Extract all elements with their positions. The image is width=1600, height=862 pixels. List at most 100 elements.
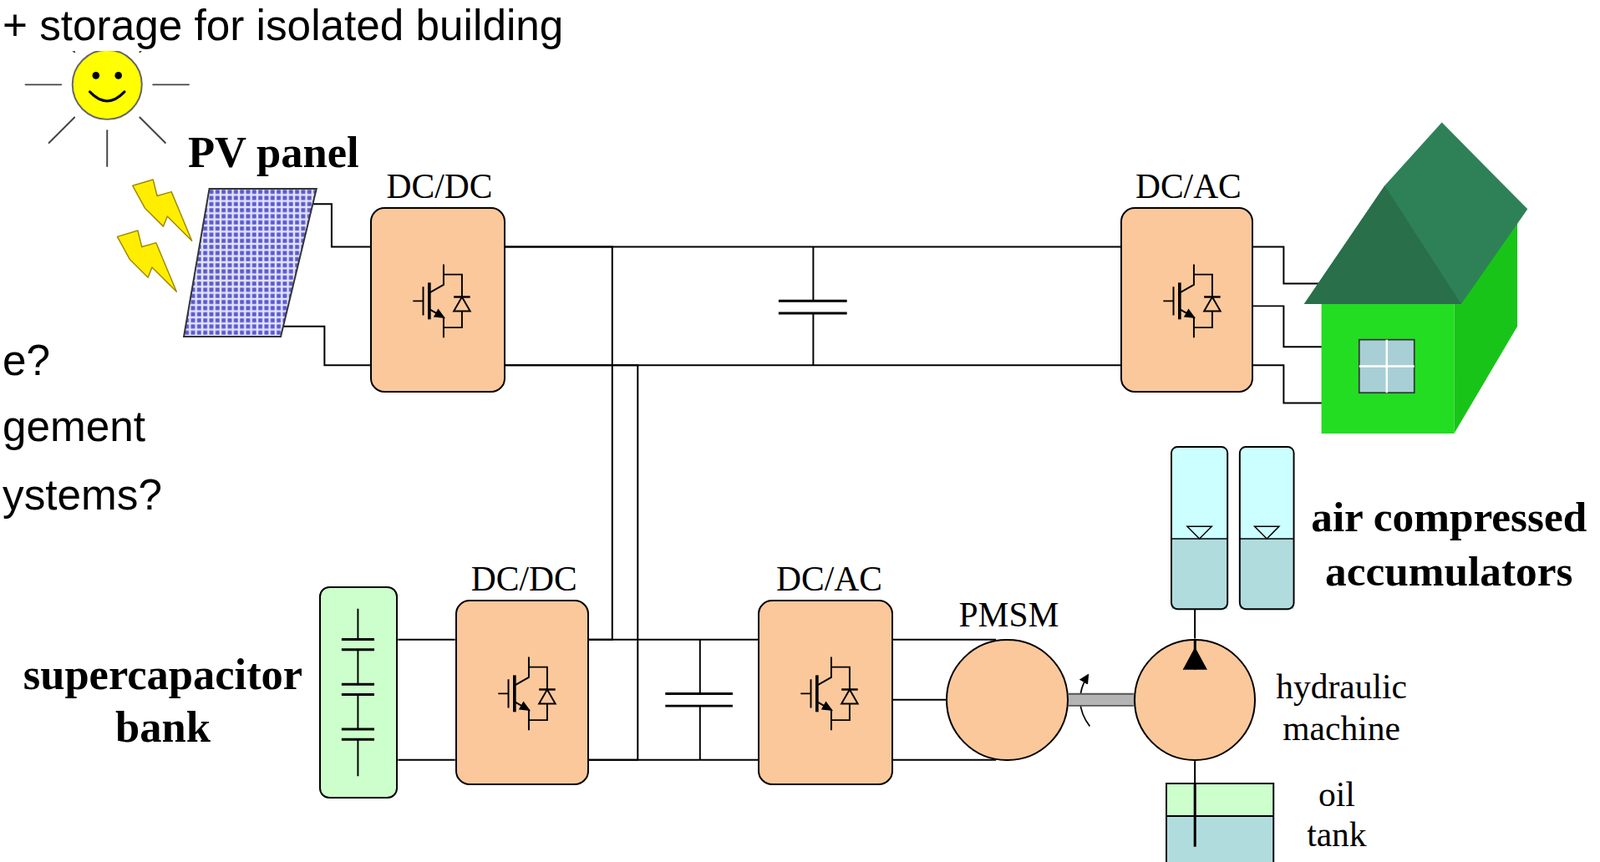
shape-art (759, 601, 894, 788)
wire-connector (893, 759, 997, 762)
shape-art (1166, 783, 1274, 862)
wire-connector (282, 326, 371, 366)
text-holder: DC/AC (1135, 167, 1242, 207)
text-holder: oil tank (1300, 775, 1372, 856)
shape-art (1182, 639, 1207, 671)
shape-art (341, 609, 375, 777)
sun-icon (139, 116, 166, 143)
supercapacitor-bank: supercapacitor bank (319, 586, 398, 799)
igbt-symbol (817, 657, 850, 732)
hydraulic-machine: hydraulic machine (1133, 639, 1257, 762)
house-wires (1253, 305, 1327, 347)
node-label: DC/DC (386, 167, 493, 207)
wire-connector (1193, 761, 1196, 784)
shape-art (1163, 264, 1220, 338)
shape-art (1171, 446, 1295, 610)
converter-box: DC/AC (1120, 207, 1254, 393)
shaft-connector (1068, 695, 1134, 706)
accumulator-cylinder (1171, 538, 1228, 610)
shape-art (371, 208, 507, 395)
sun-icon (92, 71, 101, 80)
node-label: DC/AC (1135, 167, 1242, 207)
wire-connector (397, 640, 455, 761)
accumulator-cylinder (1239, 446, 1295, 610)
capacitor-symbol (699, 640, 701, 761)
igbt-symbol (815, 675, 819, 713)
node-label: oil tank (1300, 775, 1372, 856)
shape-art (801, 657, 859, 732)
igbt-symbol (1163, 286, 1174, 315)
oil-tank-body (1166, 783, 1274, 862)
igbt-symbol (429, 264, 463, 338)
house-icon (1321, 304, 1455, 434)
shaft-connector (1068, 693, 1134, 707)
accumulator-cylinder (1187, 526, 1212, 539)
igbt-symbol (519, 702, 529, 711)
converter-box: DC/AC (757, 599, 893, 786)
oil-tank-body (1166, 816, 1274, 862)
text-holder: hydraulic machine (1269, 666, 1413, 751)
igbt-symbol (497, 657, 555, 732)
igbt-symbol (413, 264, 471, 338)
oil-tank-body (1166, 783, 1274, 817)
capacitor-stack (357, 609, 360, 777)
converter-box: DC/DC (370, 207, 505, 393)
igbt-symbol (1184, 309, 1194, 318)
sun-icon (25, 83, 62, 86)
accumulator-tank: air compressed accumulators (1171, 446, 1295, 610)
sun-icon (152, 83, 189, 86)
node-label: DC/AC (776, 560, 883, 600)
wire-connector (397, 639, 455, 641)
pv-panel: PV panel (183, 188, 317, 337)
shape-art (1171, 446, 1295, 610)
wire-connector (1194, 609, 1196, 639)
text-holder: air compressed accumulators (1304, 490, 1595, 598)
igbt-symbol (801, 657, 859, 732)
text-holder: + storage for isolated building (2, 1, 564, 51)
shape-art (1166, 783, 1274, 862)
text-holder: e? (2, 336, 51, 387)
shape-art (320, 588, 400, 801)
shape-art (1135, 640, 1259, 764)
house-icon (1359, 340, 1415, 394)
igbt-symbol (427, 282, 432, 320)
slide-text: e? (2, 336, 51, 387)
text-holder: PV panel (187, 128, 360, 178)
igbt-symbol (514, 657, 548, 732)
wire-connector (312, 203, 371, 247)
shape-art (947, 640, 1071, 764)
shaft-connector (1068, 699, 1134, 701)
igbt-symbol (801, 679, 812, 708)
text-holder: gement (2, 402, 146, 453)
node-label: PMSM (958, 596, 1059, 635)
igbt-symbol (413, 286, 424, 315)
converter-box: DC/DC (455, 599, 590, 786)
house-icon (1304, 122, 1528, 305)
accumulator-cylinder (1171, 446, 1228, 610)
house-wires (1253, 365, 1327, 403)
text-holder: DC/AC (776, 560, 883, 600)
igbt-symbol (1178, 282, 1182, 320)
accumulator-cylinder (1171, 446, 1228, 610)
sun-icon (72, 50, 143, 120)
accumulator-cylinder (1239, 446, 1295, 610)
igbt-symbol (513, 675, 517, 713)
node-label: hydraulic machine (1269, 666, 1413, 751)
igbt-symbol (453, 296, 471, 311)
shape-art (457, 601, 591, 788)
house-wires (1253, 247, 1327, 404)
sun-icon (89, 91, 125, 102)
pump-symbol (1182, 639, 1207, 671)
wire-connector (1193, 609, 1196, 639)
igbt-symbol (1163, 264, 1220, 338)
house-icon (1304, 122, 1528, 434)
lightning-bolt (116, 230, 177, 292)
sun-icon (106, 130, 108, 167)
lightning-bolt (132, 179, 193, 241)
slide-text: + storage for isolated building (2, 1, 564, 51)
house-wires (1253, 247, 1327, 285)
oil-tank-body (1166, 783, 1274, 862)
house-icon (1359, 340, 1415, 394)
